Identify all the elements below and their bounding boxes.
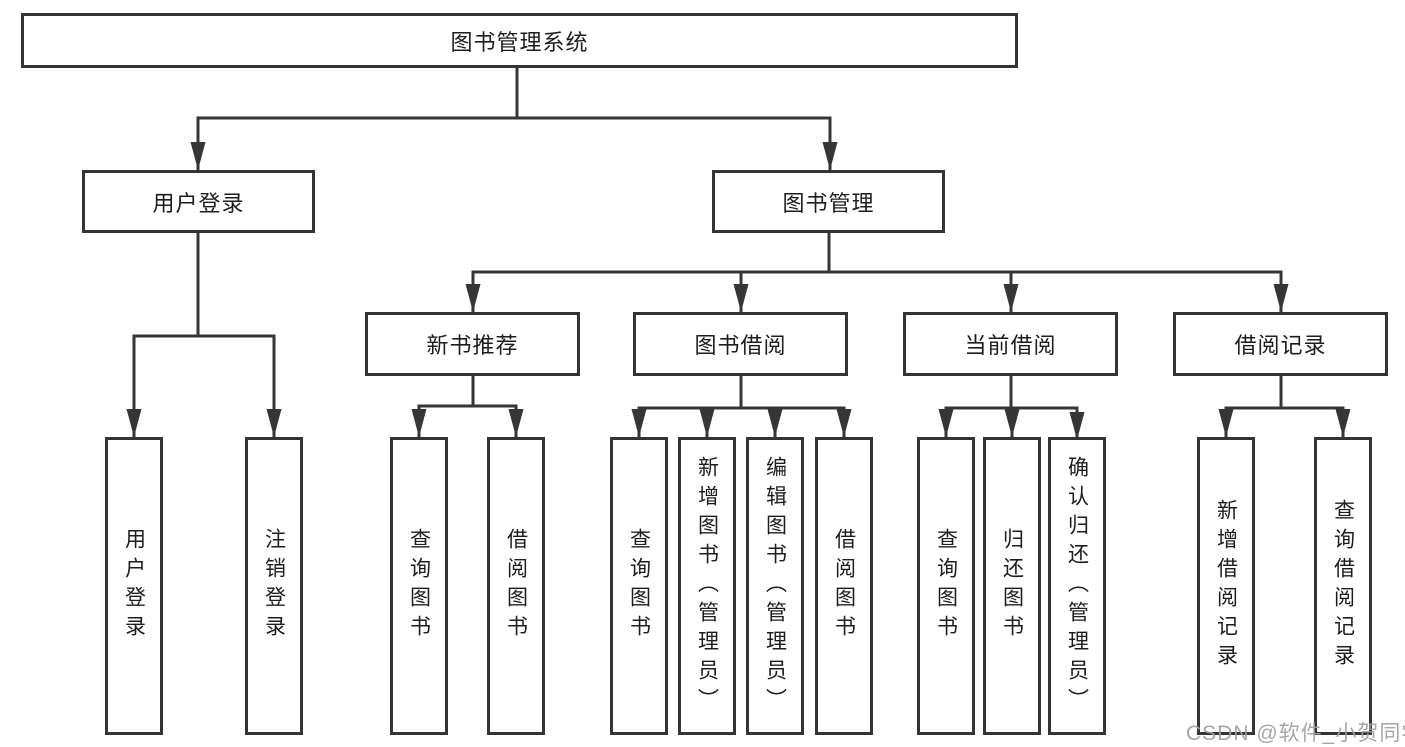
- leaf-label: 注销登录: [262, 528, 286, 644]
- leaf-borrow-books: 借阅图书: [487, 437, 545, 735]
- leaf-edit-books-admin: 编辑图书（管理员）: [746, 437, 804, 735]
- leaf-label: 查询借阅记录: [1331, 499, 1355, 673]
- leaf-query-books: 查询图书: [610, 437, 668, 735]
- node-label: 图书管理系统: [450, 29, 589, 55]
- node-label: 借阅记录: [1234, 333, 1327, 358]
- leaf-label: 查询图书: [627, 528, 651, 644]
- node-label: 当前借阅: [964, 333, 1057, 358]
- node-library-system: 图书管理系统: [21, 13, 1018, 68]
- node-label: 图书借阅: [694, 333, 787, 358]
- leaf-label: 借阅图书: [832, 528, 856, 644]
- node-label: 图书管理: [782, 190, 875, 216]
- leaf-label: 查询图书: [934, 528, 958, 644]
- leaf-label: 查询图书: [407, 528, 431, 644]
- leaf-add-borrow-record: 新增借阅记录: [1197, 437, 1255, 735]
- leaf-query-borrow-record: 查询借阅记录: [1314, 437, 1372, 735]
- leaf-query-books: 查询图书: [917, 437, 975, 735]
- leaf-label: 归还图书: [1000, 528, 1024, 644]
- leaf-label: 编辑图书（管理员）: [763, 455, 787, 717]
- leaf-label: 新增图书（管理员）: [695, 455, 719, 717]
- leaf-confirm-return-admin: 确认归还（管理员）: [1048, 437, 1106, 735]
- leaf-borrow-books: 借阅图书: [815, 437, 873, 735]
- leaf-add-books-admin: 新增图书（管理员）: [678, 437, 736, 735]
- node-label: 新书推荐: [426, 333, 519, 358]
- leaf-label: 确认归还（管理员）: [1065, 455, 1089, 717]
- leaf-logout: 注销登录: [245, 437, 303, 735]
- node-book-management: 图书管理: [712, 170, 945, 233]
- node-borrowing-records: 借阅记录: [1173, 312, 1388, 376]
- leaf-user-login: 用户登录: [105, 437, 163, 735]
- leaf-label: 借阅图书: [504, 528, 528, 644]
- node-label: 用户登录: [152, 190, 245, 216]
- leaf-query-books: 查询图书: [390, 437, 448, 735]
- leaf-return-books: 归还图书: [983, 437, 1041, 735]
- node-user-login: 用户登录: [82, 170, 315, 233]
- leaf-label: 用户登录: [122, 528, 146, 644]
- csdn-watermark: CSDN @软件_小贺同学: [1186, 722, 1405, 745]
- leaf-label: 新增借阅记录: [1214, 499, 1238, 673]
- node-new-book-recommendation: 新书推荐: [365, 312, 580, 376]
- node-book-borrowing: 图书借阅: [633, 312, 848, 376]
- node-current-borrowing: 当前借阅: [903, 312, 1118, 376]
